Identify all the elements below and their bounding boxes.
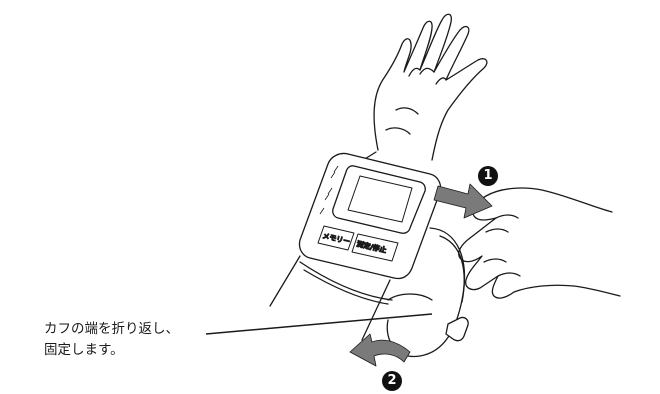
step-1-badge: 1 — [478, 166, 498, 186]
wrist-monitor: メモリー 測定/停止 — [299, 153, 440, 278]
push-arrow — [434, 184, 492, 218]
raised-hand — [360, 14, 487, 162]
caption-line-2: 固定します。 — [44, 340, 124, 360]
caption-leader-line — [206, 314, 432, 334]
step-2-badge: 2 — [382, 371, 402, 391]
fold-arrow — [350, 334, 410, 366]
caption-line-1: カフの端を折り返し、 — [44, 319, 179, 339]
